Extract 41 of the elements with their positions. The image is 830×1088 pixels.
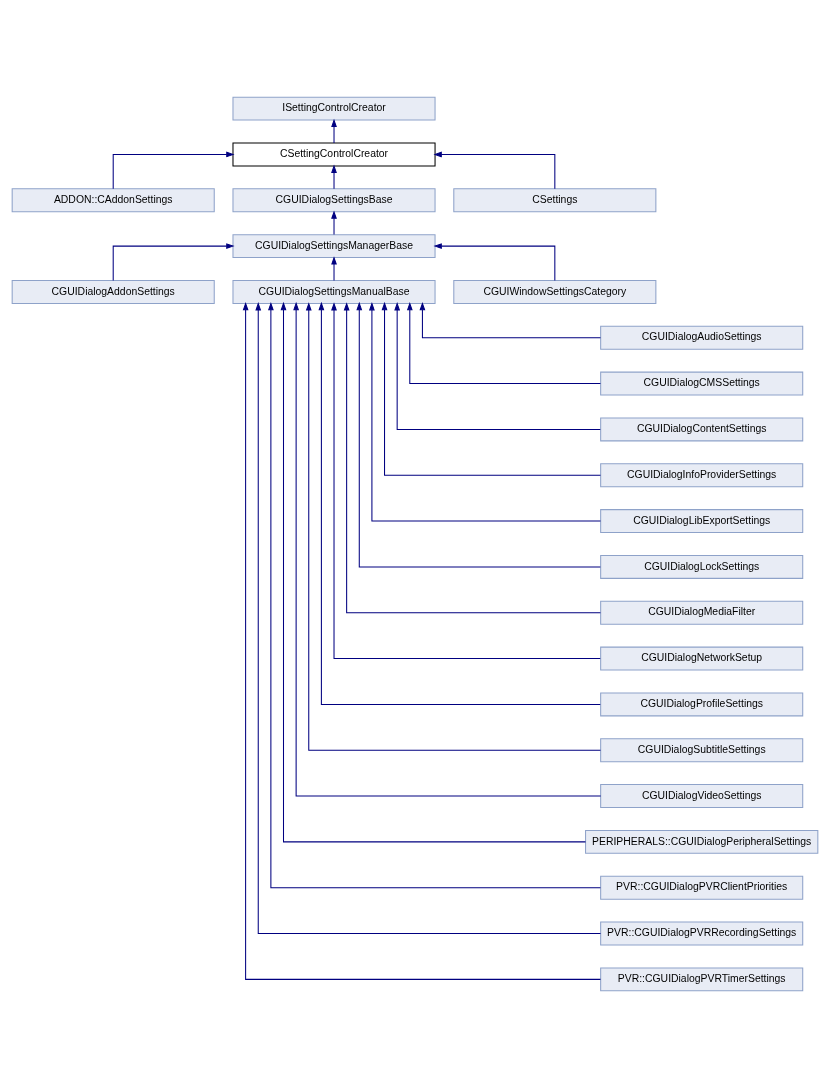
arrow — [331, 256, 337, 281]
node-box: CSettings — [453, 188, 657, 213]
arrow — [369, 302, 601, 522]
node-box: CGUIDialogMediaFilter — [600, 600, 804, 625]
arrow — [331, 210, 337, 236]
arrow — [381, 301, 601, 476]
node-box: CGUIDialogContentSettings — [600, 417, 804, 442]
arrow — [331, 164, 337, 190]
arrow — [433, 243, 556, 281]
node-box: PERIPHERALS::CGUIDialogPeripheralSettings — [585, 829, 819, 854]
arrow — [280, 301, 586, 843]
arrow — [112, 151, 235, 190]
node-box: PVR::CGUIDialogPVRRecordingSettings — [600, 921, 804, 946]
node-box: CGUIDialogSettingsManualBase — [232, 279, 436, 304]
node-box: ISettingControlCreator — [232, 96, 436, 121]
arrow — [331, 118, 337, 144]
node-box: CGUIDialogSettingsBase — [232, 188, 436, 213]
arrow — [406, 301, 601, 385]
arrow — [433, 151, 556, 190]
arrow — [419, 301, 601, 339]
arrow — [356, 301, 601, 568]
node-box: PVR::CGUIDialogPVRClientPriorities — [600, 875, 804, 900]
node-box: CGUIDialogVideoSettings — [600, 784, 804, 809]
node-box: CGUIDialogAddonSettings — [11, 279, 215, 304]
node-box: CGUIDialogProfileSettings — [600, 692, 804, 717]
arrow — [394, 302, 601, 430]
arrow — [343, 302, 601, 614]
node-box: ADDON::CAddonSettings — [11, 188, 215, 213]
arrow — [112, 243, 235, 281]
arrow — [331, 302, 601, 660]
node-box: CGUIDialogAudioSettings — [600, 325, 804, 350]
node-box: CGUIDialogNetworkSetup — [600, 646, 804, 671]
node-box: CGUIDialogLockSettings — [600, 554, 804, 579]
node-box: PVR::CGUIDialogPVRTimerSettings — [600, 967, 804, 992]
node-box: CGUIDialogInfoProviderSettings — [600, 463, 804, 488]
node-box: CSettingControlCreator — [232, 142, 436, 167]
node-box: CGUIWindowSettingsCategory — [453, 279, 657, 304]
node-box: CGUIDialogLibExportSettings — [600, 509, 804, 534]
node-box: CGUIDialogSubtitleSettings — [600, 738, 804, 763]
node-box: CGUIDialogSettingsManagerBase — [232, 234, 436, 259]
node-box: CGUIDialogCMSSettings — [600, 371, 804, 396]
